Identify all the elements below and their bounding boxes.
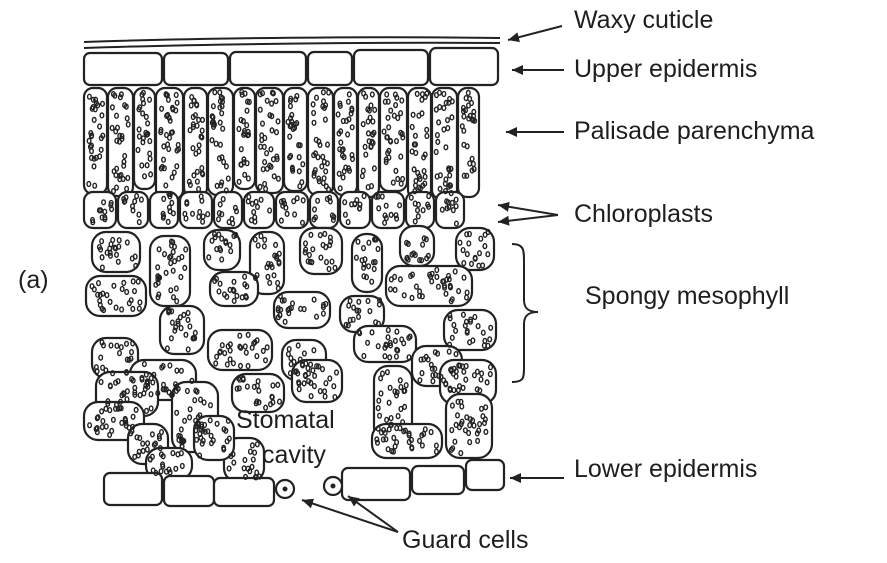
- palisade-cell: [234, 88, 255, 189]
- palisade-lower-cell: [150, 192, 178, 228]
- label-palisade-parenchyma: Palisade parenchyma: [574, 119, 814, 144]
- label-spongy-mesophyll: Spongy mesophyll: [585, 284, 789, 309]
- lower-epidermis-cell: [214, 478, 274, 506]
- label-lower-epidermis: Lower epidermis: [574, 457, 757, 482]
- upper-epidermis-cell: [308, 52, 352, 85]
- label-upper-epidermis: Upper epidermis: [574, 57, 757, 82]
- lower-epidermis-cell: [412, 466, 464, 494]
- palisade-cell: [458, 88, 479, 197]
- lower-epidermis-cell: [342, 468, 410, 500]
- palisade-cell: [408, 88, 431, 199]
- arrow-palisade-head: [506, 127, 517, 137]
- upper-epidermis-cell: [430, 48, 498, 85]
- spongy-mesophyll-brace: [512, 244, 538, 382]
- label-stomatal-line1: Stomatal: [236, 408, 335, 433]
- arrow-guard-cell-left-head: [302, 499, 314, 509]
- arrow-chloroplast-1-head: [498, 202, 510, 212]
- arrow-chloroplast-2-head: [498, 216, 510, 226]
- palisade-cell: [284, 88, 307, 191]
- upper-epidermis-cell: [164, 53, 228, 85]
- upper-epidermis-cell: [84, 53, 162, 85]
- arrow-upper-epidermis-head: [512, 65, 523, 75]
- palisade-cell: [358, 88, 379, 197]
- lower-epidermis-cell: [104, 473, 162, 505]
- waxy-cuticle-line: [84, 37, 500, 42]
- palisade-lower-cell: [180, 192, 212, 228]
- panel-letter: (a): [18, 268, 49, 293]
- arrow-guard-cell-left: [302, 500, 398, 532]
- label-stomatal-line2: cavity: [262, 443, 326, 468]
- upper-epidermis-cell: [354, 50, 428, 85]
- palisade-lower-cell: [244, 192, 274, 228]
- arrow-waxy-cuticle-head: [508, 32, 520, 42]
- guard-cell-left-nucleus: [283, 487, 288, 492]
- label-waxy-cuticle: Waxy cuticle: [574, 8, 713, 33]
- lower-epidermis-cell: [164, 476, 214, 506]
- lower-epidermis-cell: [466, 460, 504, 490]
- upper-epidermis-cell: [230, 52, 306, 85]
- label-chloroplasts: Chloroplasts: [574, 202, 713, 227]
- arrow-lower-epidermis-head: [510, 473, 521, 483]
- palisade-lower-cell: [84, 192, 116, 228]
- label-guard-cells: Guard cells: [402, 528, 528, 553]
- guard-cell-right-nucleus: [331, 484, 336, 489]
